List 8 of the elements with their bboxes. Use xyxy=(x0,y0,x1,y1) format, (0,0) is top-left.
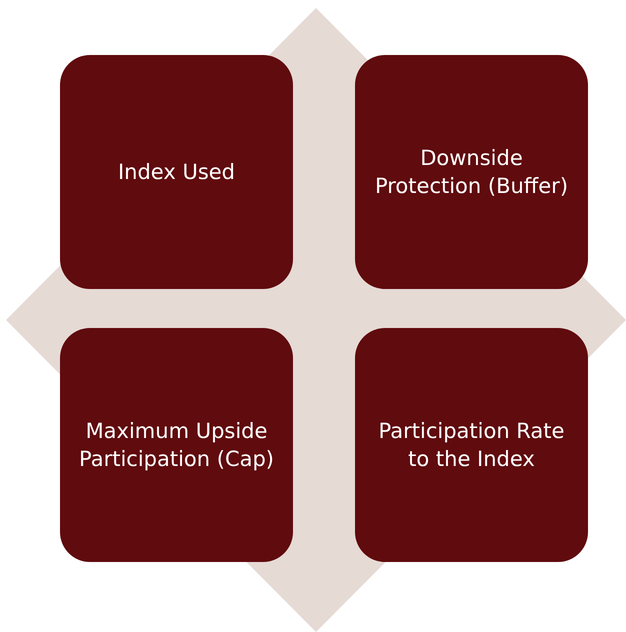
rounded-box xyxy=(355,55,588,289)
box-label: Downside Protection (Buffer) xyxy=(374,145,570,200)
rounded-box xyxy=(60,328,293,562)
rounded-box xyxy=(60,55,293,289)
rounded-box xyxy=(355,328,588,562)
box-label: Index Used xyxy=(118,159,236,186)
box-label: Participation Rate to the Index xyxy=(378,418,566,473)
box-label: Maximum Upside Participation (Cap) xyxy=(78,418,275,473)
